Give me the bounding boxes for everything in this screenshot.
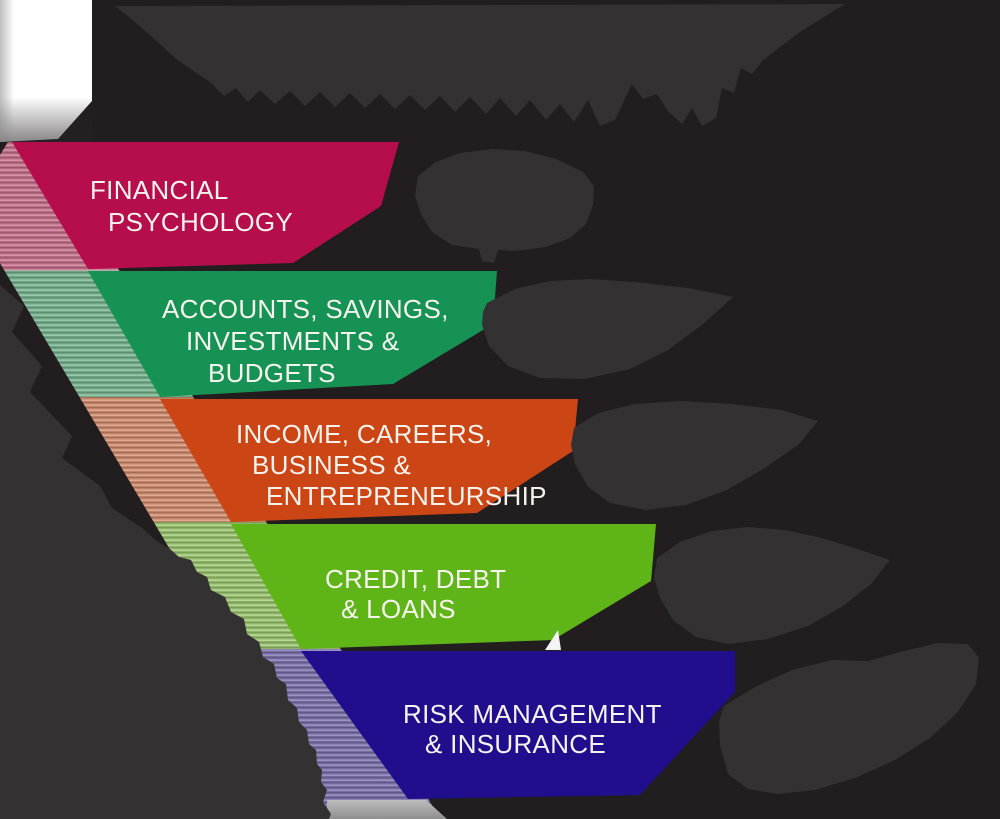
banner-label-line: BUDGETS [208, 358, 336, 388]
banner-financial-psychology [12, 142, 399, 269]
page-corner-left-shade [0, 0, 14, 142]
banner-label-line: ENTREPRENEURSHIP [266, 481, 547, 511]
banner-label-line: ACCOUNTS, SAVINGS, [162, 294, 449, 324]
banner-label-line: FINANCIAL [90, 175, 229, 205]
banner-label-line: & LOANS [341, 594, 456, 624]
banner-label-line: & INSURANCE [425, 729, 606, 759]
banner-credit-debt-loans [231, 524, 656, 649]
page-curl-highlight [545, 630, 561, 650]
scribble-blob-5 [719, 643, 979, 794]
banner-label-line: CREDIT, DEBT [325, 564, 506, 594]
title-silhouette-blob [115, 4, 845, 126]
bottom-edge-strip [327, 800, 447, 819]
banner-label-line: INCOME, CAREERS, [236, 419, 492, 449]
scribble-blob-bottom-left [0, 285, 331, 819]
banner-label-line: PSYCHOLOGY [108, 207, 293, 237]
banner-label-line: BUSINESS & [252, 450, 411, 480]
scribble-blob-3 [571, 401, 818, 510]
banner-label-line: RISK MANAGEMENT [403, 699, 662, 729]
scribble-blob-4 [654, 527, 890, 644]
banner-risk-management [301, 651, 735, 799]
scribble-blob-2 [482, 279, 733, 379]
scribble-blob-1 [415, 149, 594, 263]
banner-accounts-savings [88, 271, 497, 397]
banner-label-line: INVESTMENTS & [186, 326, 399, 356]
banner-income-careers [160, 399, 578, 522]
page-corner-curl-shadow [0, 97, 92, 142]
